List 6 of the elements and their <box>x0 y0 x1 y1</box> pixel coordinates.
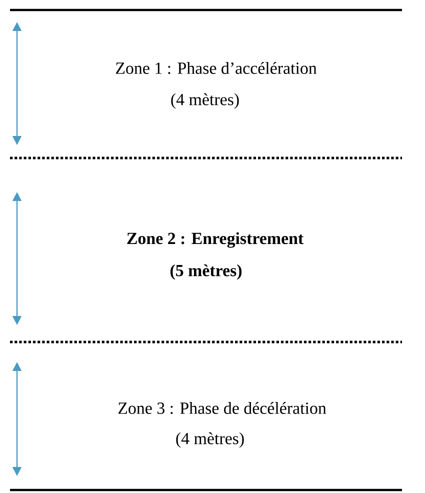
zone-label: Zone 2 : Enregistrement <box>127 232 304 248</box>
zone-label: Zone 3 : Phase de décélération <box>118 402 326 414</box>
zone-label: (4 mètres) <box>176 432 244 448</box>
zone-label: (5 mètres) <box>170 264 242 280</box>
zone-label: Zone 1 : Phase d’accélération <box>116 62 317 74</box>
zone-label: (4 mètres) <box>171 93 239 109</box>
